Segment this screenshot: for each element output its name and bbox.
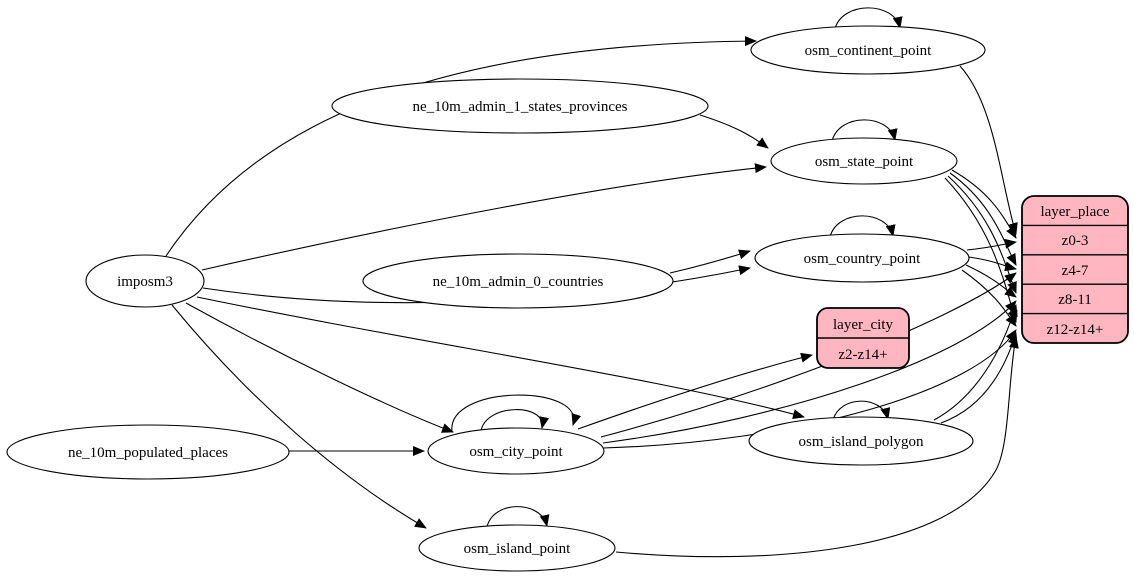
layer_place-title: layer_place: [1040, 204, 1109, 220]
edges-layer: [165, 7, 1019, 558]
node-layer_city: layer_city z2-z14+: [816, 307, 910, 369]
edge-self-osm_island_polygon: [832, 400, 891, 421]
ne_10m_admin_1_states_provinces-shape: [331, 78, 709, 134]
edge-self-inner-osm_city_point: [480, 409, 550, 432]
ne_10m_populated_places-shape: [6, 424, 290, 480]
layer_place-row-z8-11: z8-11: [1058, 292, 1092, 308]
osm_continent_point-shape: [750, 25, 986, 75]
edge-osm_state_point-layer_place-z4-7: [949, 172, 1017, 266]
edge-imposm3-osm_state_point: [201, 163, 767, 271]
layer_place-shape: [1021, 195, 1129, 344]
edge-osm_country_point-layer_place-z8-11: [965, 264, 1017, 298]
ne_10m_populated_places-label: ne_10m_populated_places: [68, 445, 228, 461]
layer_city-row-z2-z14: z2-z14+: [838, 347, 887, 363]
osm_continent_point-label: osm_continent_point: [805, 43, 932, 59]
edge-osm_state_point-layer_place-z12-z14: [944, 177, 1018, 323]
ne_10m_admin_0_countries-label: ne_10m_admin_0_countries: [433, 274, 604, 290]
edge-osm_island_point-layer_place-z12-z14: [615, 336, 1019, 558]
edge-imposm3-osm_continent_point: [165, 36, 757, 257]
imposm3-label: imposm3: [117, 274, 173, 290]
edge-osm_country_point-layer_place-z4-7: [968, 256, 1017, 272]
edge-osm_city_point-layer_place-z4-7: [600, 272, 1017, 438]
edge-imposm3-osm_island_point: [171, 304, 427, 529]
osm_city_point-label: osm_city_point: [469, 444, 563, 460]
node-osm_island_polygon: osm_island_polygon: [748, 416, 974, 466]
edge-ne_10m_admin_1_states_provinces-osm_state_point: [699, 114, 769, 149]
osm_island_point-shape: [418, 524, 616, 572]
osm_island_polygon-shape: [748, 416, 974, 466]
edge-imposm3-osm_island_polygon: [196, 296, 805, 419]
node-layer_place: layer_place z0-3 z4-7 z8-11 z12-z14+: [1021, 195, 1129, 344]
node-osm_city_point: osm_city_point: [427, 427, 605, 475]
edge-osm_city_point-layer_place-z12-z14: [602, 329, 1017, 449]
edge-osm_state_point-layer_place-z8-11: [947, 175, 1017, 294]
node-osm_state_point: osm_state_point: [770, 137, 958, 185]
edge-self-outer-osm_city_point: [451, 394, 582, 433]
edge-osm_island_polygon-layer_place-z12-z14: [940, 332, 1018, 424]
layer_place-row-z12-z14: z12-z14+: [1047, 322, 1104, 338]
node-osm_island_point: osm_island_point: [418, 524, 616, 572]
osm_state_point-shape: [770, 137, 958, 185]
node-osm_continent_point: osm_continent_point: [750, 25, 986, 75]
layer_city-title: layer_city: [833, 317, 893, 333]
edge-osm_state_point-layer_place-z0-3: [951, 169, 1017, 239]
edge-self-osm_island_point: [486, 506, 550, 528]
imposm3-shape: [85, 254, 205, 308]
edge-ne_10m_admin_0_countries-osm_country_point: [669, 249, 751, 274]
ne_10m_admin_0_countries-shape: [362, 253, 674, 309]
edge-osm_city_point-layer_place-z8-11: [602, 300, 1017, 444]
layer_place-row-z0-3: z0-3: [1062, 233, 1089, 249]
edge-self-osm_continent_point: [834, 7, 903, 30]
osm_country_point-shape: [754, 233, 970, 283]
edge-imposm3-osm_city_point: [185, 302, 454, 433]
node-ne_10m_admin_1_states_provinces: ne_10m_admin_1_states_provinces: [331, 78, 709, 134]
edge-osm_continent_point-layer_place-z0-3: [959, 65, 1018, 235]
node-osm_country_point: osm_country_point: [754, 233, 970, 283]
edge-self-osm_state_point: [831, 119, 898, 142]
osm_state_point-label: osm_state_point: [815, 154, 914, 170]
edge-osm_city_point-layer_city-z2-z14: [577, 352, 813, 430]
node-ne_10m_populated_places: ne_10m_populated_places: [6, 424, 290, 480]
edge-osm_country_point-layer_place-z12-z14: [961, 269, 1017, 327]
edge-self-osm_country_point: [829, 215, 896, 238]
osm_city_point-shape: [427, 427, 605, 475]
node-ne_10m_admin_0_countries: ne_10m_admin_0_countries: [362, 253, 674, 309]
node-imposm3: imposm3: [85, 254, 205, 308]
ne_10m_admin_1_states_provinces-label: ne_10m_admin_1_states_provinces: [413, 99, 628, 115]
osm_island_polygon-label: osm_island_polygon: [798, 434, 924, 450]
osm_country_point-label: osm_country_point: [804, 251, 921, 267]
layer_place-row-z4-7: z4-7: [1062, 263, 1089, 279]
osm_island_point-label: osm_island_point: [464, 541, 572, 557]
